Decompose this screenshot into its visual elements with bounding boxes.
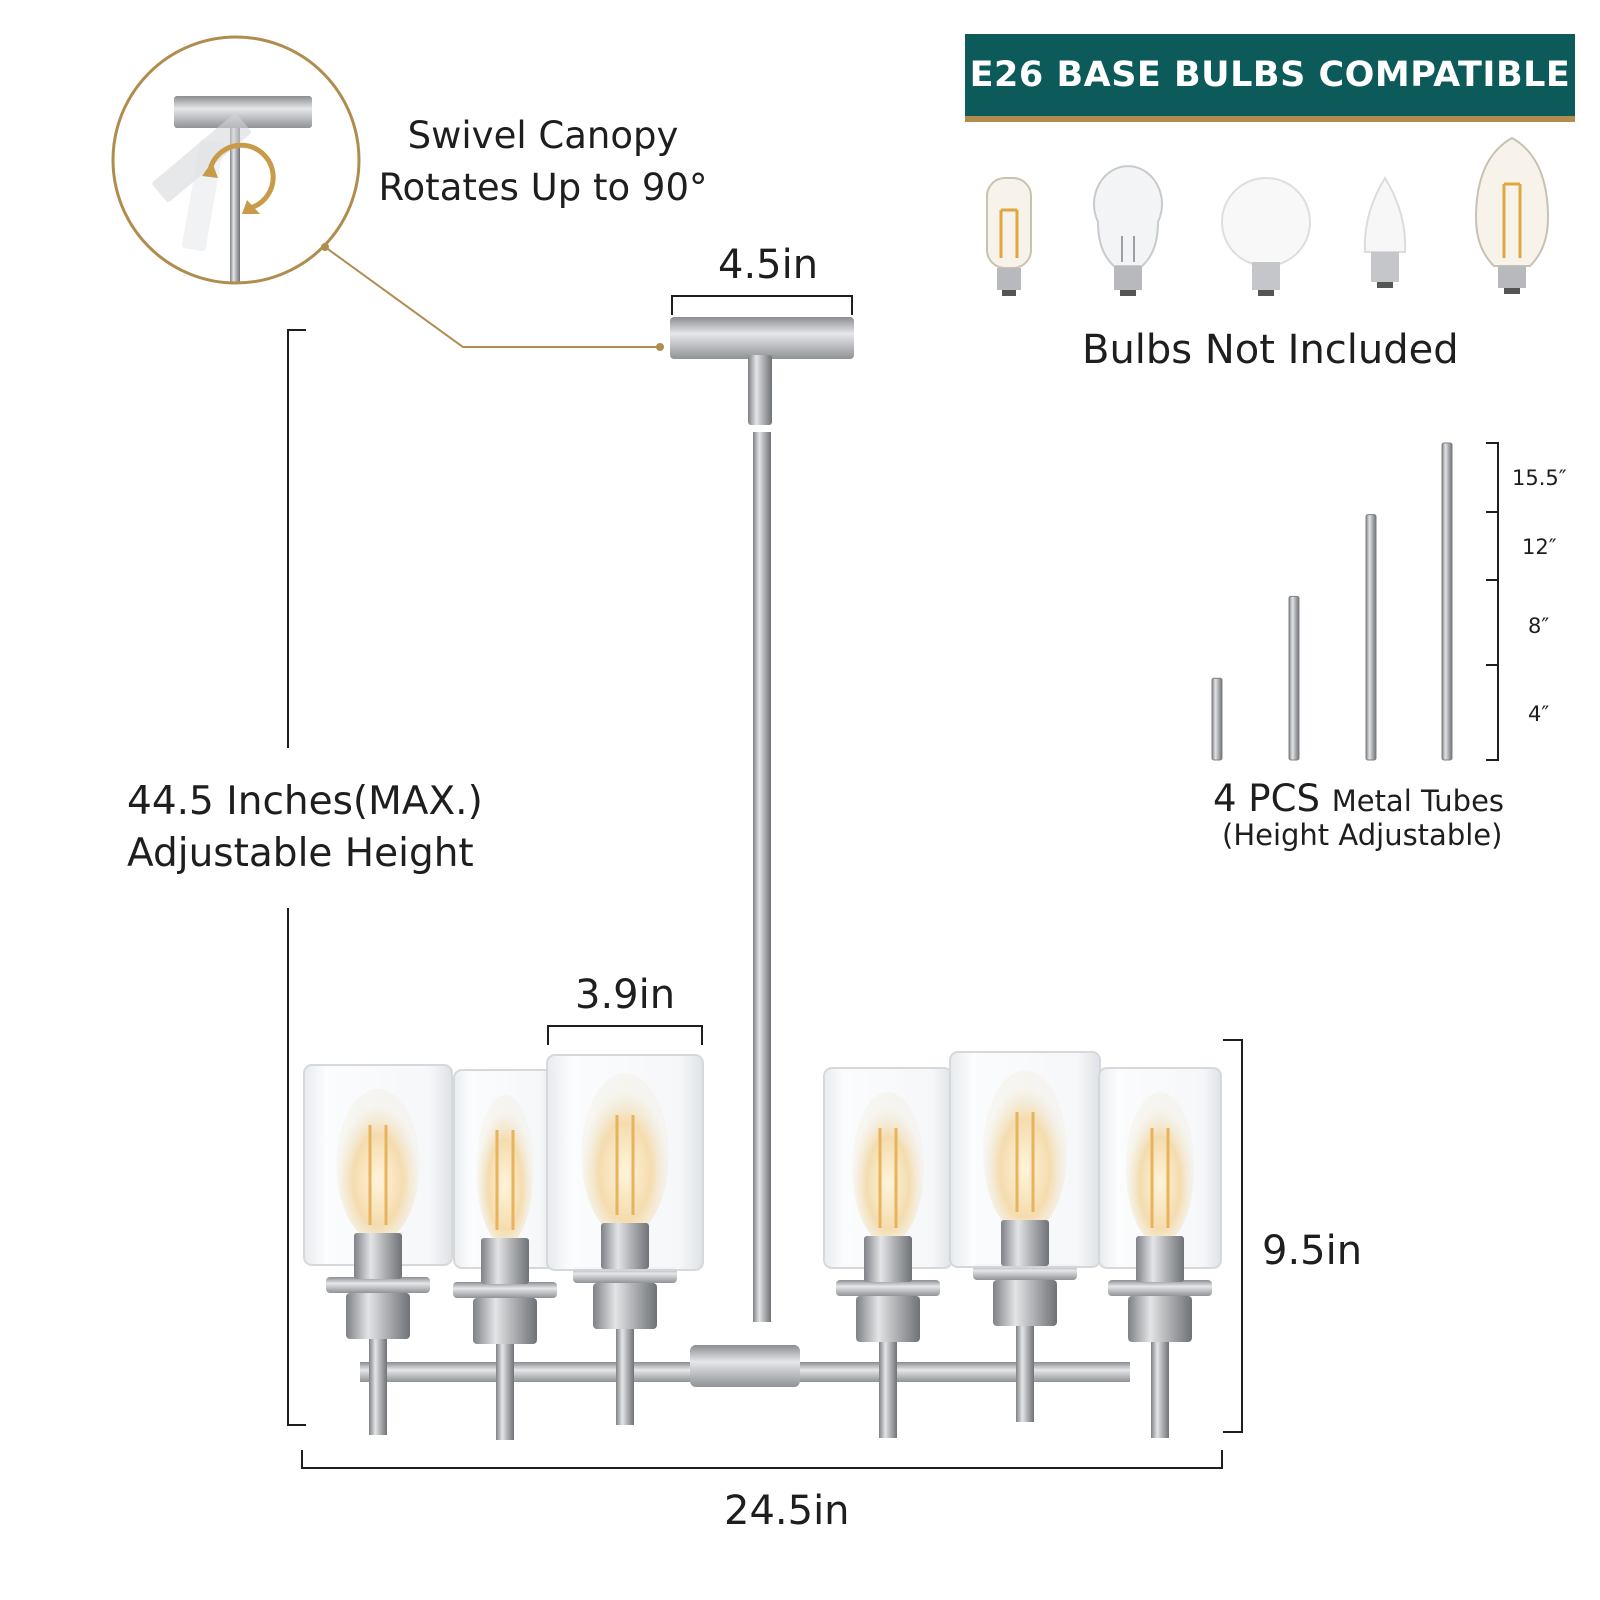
globe-bulb-icon xyxy=(1221,177,1311,296)
lamp-shade xyxy=(1098,1067,1222,1438)
tubular-edison-bulb-icon xyxy=(986,177,1032,296)
swivel-canopy-line1: Swivel Canopy xyxy=(407,114,679,157)
lamp-shade xyxy=(823,1067,953,1438)
candle-bulb-icon xyxy=(1363,176,1407,288)
swivel-canopy-note: Swivel Canopy Rotates Up to 90° xyxy=(378,110,708,214)
dimension-lines xyxy=(287,295,1499,1469)
chandelier xyxy=(303,317,1222,1440)
tube-length-label: 15.5″ xyxy=(1512,466,1567,490)
metal-tube xyxy=(1211,677,1223,761)
metal-tubes xyxy=(1211,442,1453,761)
canopy-width-label: 4.5in xyxy=(718,242,819,288)
bulbs-not-included-note: Bulbs Not Included xyxy=(1082,327,1459,373)
bulb-compatibility-badge: E26 BASE BULBS COMPATIBLE xyxy=(965,34,1575,122)
lamp-shade xyxy=(453,1069,557,1440)
a19-clear-bulb-icon xyxy=(1093,165,1163,296)
tubes-title: 4 PCS Metal Tubes xyxy=(1213,777,1504,820)
lamp-shade xyxy=(546,1054,704,1425)
shade-width-label: 3.9in xyxy=(575,972,676,1018)
metal-tube xyxy=(1288,595,1300,761)
bulb-icons xyxy=(986,136,1550,296)
swivel-canopy-detail xyxy=(111,35,664,351)
body-height-label: 9.5in xyxy=(1262,1228,1363,1274)
tubes-name: Metal Tubes xyxy=(1331,784,1505,818)
tube-length-label: 8″ xyxy=(1528,614,1550,638)
swivel-canopy-line2: Rotates Up to 90° xyxy=(378,166,708,209)
adjustable-height-label: 44.5 Inches(MAX.) Adjustable Height xyxy=(127,776,483,880)
adjustable-height-line: Adjustable Height xyxy=(127,831,474,876)
max-height-line: 44.5 Inches(MAX.) xyxy=(127,779,483,824)
lamp-shade xyxy=(949,1051,1101,1422)
lamp-shade xyxy=(303,1064,453,1435)
st64-edison-bulb-icon xyxy=(1474,136,1550,294)
tubes-subtitle: (Height Adjustable) xyxy=(1222,818,1503,852)
badge-label: E26 BASE BULBS COMPATIBLE xyxy=(969,55,1571,95)
total-width-label: 24.5in xyxy=(724,1488,850,1534)
metal-tube xyxy=(1441,442,1453,761)
rotate-arrow-icon xyxy=(207,142,276,211)
tube-length-label: 12″ xyxy=(1522,535,1557,559)
tubes-count: 4 PCS xyxy=(1213,777,1320,820)
tube-length-label: 4″ xyxy=(1528,702,1550,726)
metal-tube xyxy=(1365,514,1377,761)
